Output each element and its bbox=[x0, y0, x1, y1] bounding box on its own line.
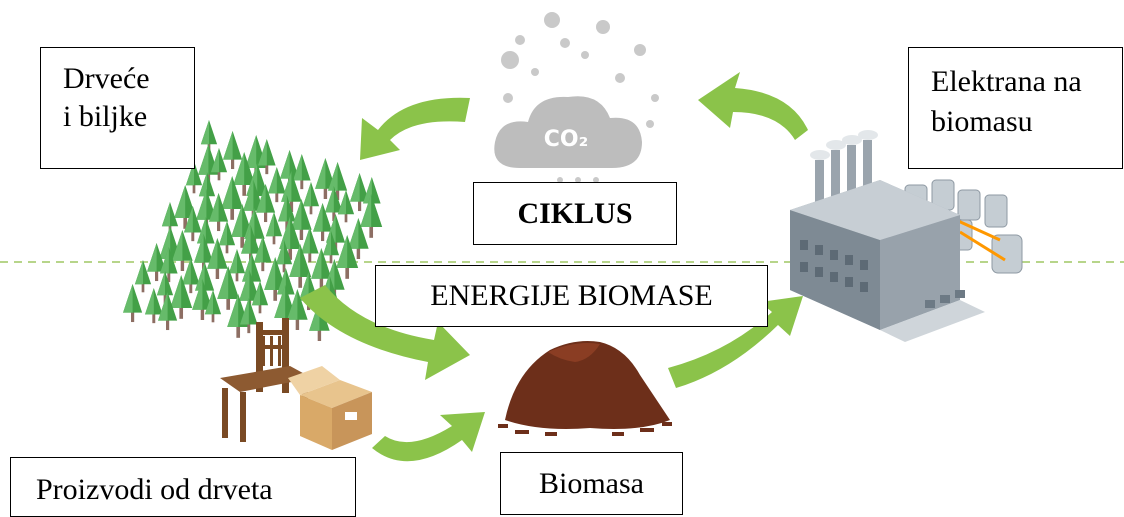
arrow-forest-to-biomass-icon bbox=[300, 285, 470, 380]
co2-cloud-icon: CO₂ bbox=[494, 12, 659, 183]
tree-icon bbox=[223, 131, 243, 170]
power-plant-label-box: Elektrana na biomasu bbox=[908, 47, 1123, 169]
biomass-pile-icon bbox=[498, 341, 672, 436]
trees-label-line-1: Drveće bbox=[63, 62, 150, 95]
tree-icon bbox=[123, 284, 143, 323]
arrow-biomass-to-plant-icon bbox=[668, 296, 803, 388]
arrows bbox=[300, 72, 808, 462]
energy-title-box: ENERGIJE BIOMASE bbox=[375, 265, 768, 327]
power-plant-icon bbox=[790, 130, 1023, 342]
biomass-label-box: Biomasa bbox=[500, 452, 683, 515]
biomass-label: Biomasa bbox=[539, 466, 644, 500]
tree-icon bbox=[324, 186, 343, 222]
tree-icon bbox=[253, 236, 272, 272]
cardboard-box-icon bbox=[288, 366, 372, 450]
tree-icon bbox=[134, 260, 152, 293]
trees-label-line-2: i biljke bbox=[63, 100, 148, 133]
products-label-box: Proizvodi od drveta bbox=[10, 457, 356, 517]
arrow-products-to-biomass-icon bbox=[372, 412, 485, 462]
tree-icon bbox=[156, 271, 174, 304]
co2-label: CO₂ bbox=[544, 127, 588, 152]
cycle-title-box: CIKLUS bbox=[473, 182, 677, 245]
power-plant-label-line-2: biomasu bbox=[931, 105, 1033, 138]
products-label: Proizvodi od drveta bbox=[36, 473, 273, 506]
trees-label-box: Drveće i biljke bbox=[40, 47, 195, 169]
tree-icon bbox=[350, 173, 370, 212]
tree-icon bbox=[218, 221, 236, 254]
power-plant-label-line-1: Elektrana na bbox=[931, 65, 1082, 98]
energy-title: ENERGIJE BIOMASE bbox=[430, 279, 713, 312]
arrow-to-cloud-icon bbox=[698, 72, 808, 140]
cycle-title: CIKLUS bbox=[517, 196, 633, 230]
arrow-to-trees-icon bbox=[360, 97, 470, 160]
